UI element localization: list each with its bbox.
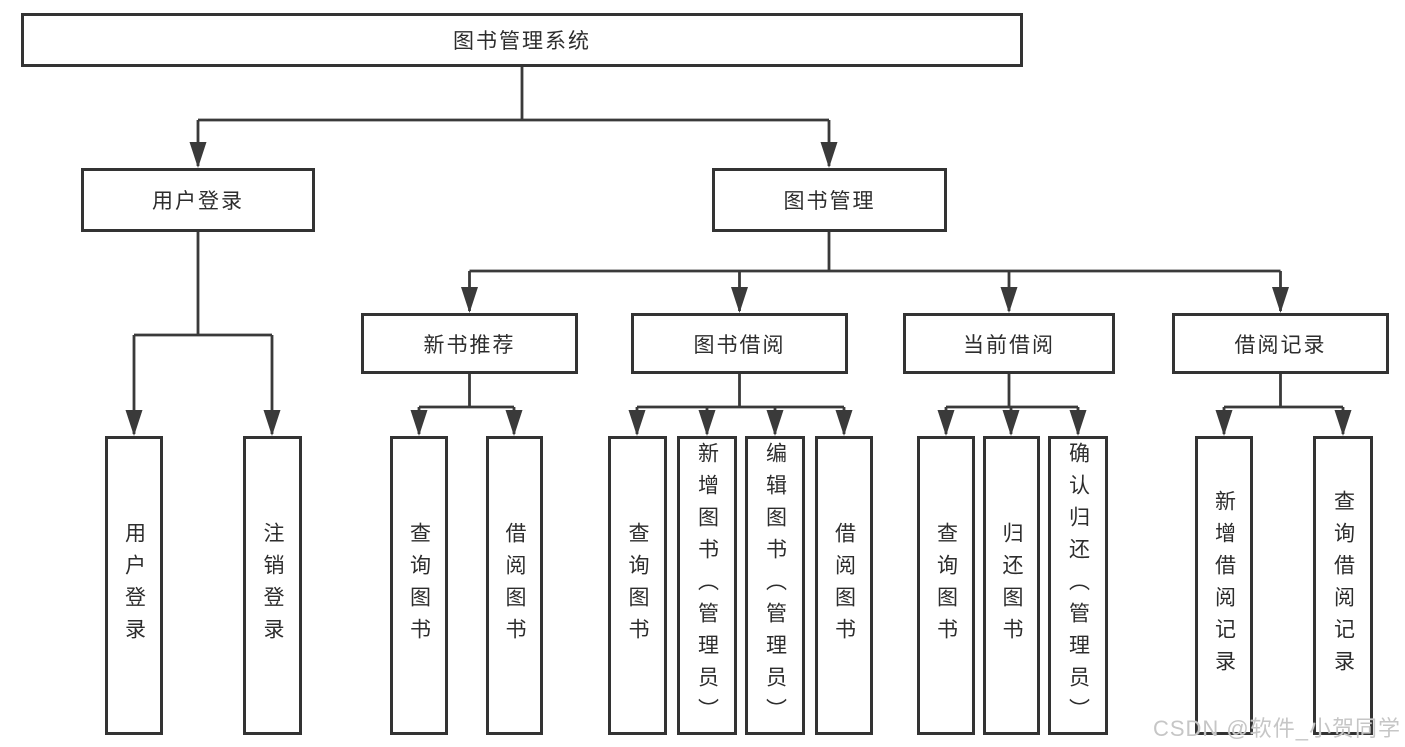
node-borrowing-records-label: 借阅记录: [1234, 333, 1327, 357]
csdn-watermark: CSDN @软件_小贺同学: [1152, 716, 1401, 741]
leaf-query-books-borrowing-label: 查询图书: [626, 521, 649, 650]
leaf-logout: 注销登录: [243, 436, 302, 735]
leaf-query-borrow-record: 查询借阅记录: [1313, 436, 1373, 735]
leaf-borrow-books-label: 借阅图书: [832, 521, 856, 650]
node-book-borrowing-label: 图书借阅: [693, 333, 786, 357]
leaf-add-books-admin-label: 新增图书（管理员）: [695, 441, 719, 730]
leaf-add-borrow-record-label: 新增借阅记录: [1212, 489, 1236, 682]
node-book-management-label: 图书管理: [783, 190, 876, 213]
connector-paths: [132, 67, 1345, 434]
leaf-query-books-borrowing: 查询图书: [608, 436, 667, 735]
leaf-query-books-recommend-label: 查询图书: [407, 521, 431, 650]
leaf-user-login: 用户登录: [105, 436, 163, 735]
node-borrowing-records: 借阅记录: [1172, 313, 1389, 374]
leaf-user-login-label: 用户登录: [122, 521, 146, 650]
leaf-query-borrow-record-label: 查询借阅记录: [1331, 489, 1355, 682]
node-new-book-recommend-label: 新书推荐: [423, 333, 516, 357]
leaf-edit-books-admin-label: 编辑图书（管理员）: [763, 441, 787, 730]
leaf-query-books-recommend: 查询图书: [390, 436, 448, 735]
leaf-confirm-return-admin: 确认归还（管理员）: [1048, 436, 1108, 735]
leaf-borrow-books-recommend: 借阅图书: [486, 436, 543, 735]
leaf-edit-books-admin: 编辑图书（管理员）: [745, 436, 805, 735]
node-new-book-recommend: 新书推荐: [361, 313, 578, 374]
leaf-borrow-books: 借阅图书: [815, 436, 873, 735]
leaf-borrow-books-recommend-label: 借阅图书: [503, 521, 526, 650]
node-user-login-label: 用户登录: [152, 190, 244, 213]
leaf-confirm-return-admin-label: 确认归还（管理员）: [1066, 441, 1090, 730]
node-book-management-module: 图书管理: [712, 168, 947, 232]
leaf-return-books: 归还图书: [983, 436, 1040, 735]
node-current-borrowing: 当前借阅: [903, 313, 1115, 374]
node-book-borrowing: 图书借阅: [631, 313, 848, 374]
leaf-logout-label: 注销登录: [261, 521, 284, 650]
arrowheads: [125, 142, 1352, 436]
leaf-query-books-current-label: 查询图书: [934, 521, 958, 650]
leaf-return-books-label: 归还图书: [1000, 521, 1023, 650]
node-current-borrowing-label: 当前借阅: [963, 333, 1055, 357]
node-user-login-module: 用户登录: [81, 168, 315, 232]
leaf-query-books-current: 查询图书: [917, 436, 975, 735]
node-root-label: 图书管理系统: [453, 30, 591, 53]
leaf-add-books-admin: 新增图书（管理员）: [677, 436, 737, 735]
node-library-management-system: 图书管理系统: [21, 13, 1023, 67]
leaf-add-borrow-record: 新增借阅记录: [1195, 436, 1253, 735]
